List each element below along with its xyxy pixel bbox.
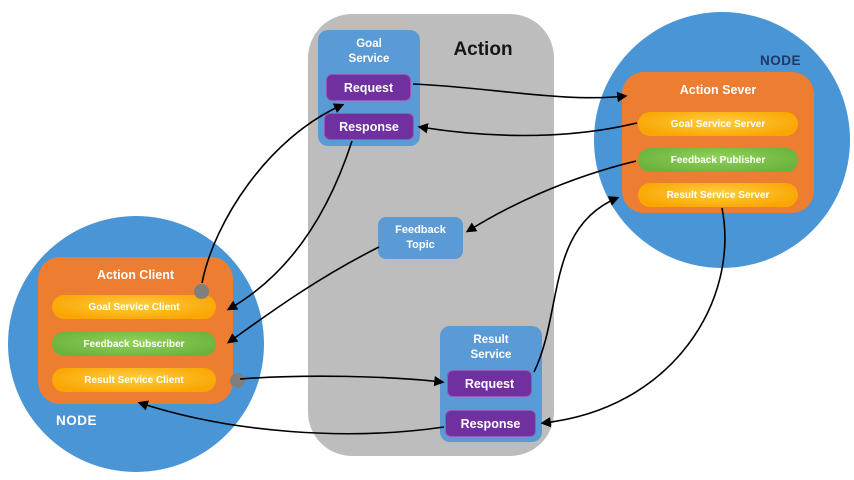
client-node-label: NODE: [56, 413, 98, 428]
goal-service-title: Goal Service: [318, 30, 420, 67]
action-client-title: Action Client: [96, 268, 175, 282]
action-server-title: Action Sever: [679, 83, 757, 97]
goal-service-server-pill: Goal Service Server: [638, 112, 798, 136]
result-service-server-pill: Result Service Server: [638, 183, 798, 207]
feedback-topic-title-line1: Feedback: [395, 224, 446, 236]
goal-service-client-pill: Goal Service Client: [52, 295, 216, 319]
result-response-box: Response: [445, 410, 536, 437]
result-request-box: Request: [447, 370, 532, 397]
result-service-box: Result Service Request Response: [440, 326, 542, 442]
result-connector-dot: [230, 373, 245, 388]
feedback-publisher-pill: Feedback Publisher: [638, 148, 798, 172]
feedback-topic-title: Feedback Topic: [378, 217, 463, 253]
result-service-title-line1: Result: [473, 334, 509, 346]
result-service-title-line2: Service: [470, 349, 512, 361]
feedback-topic-box: Feedback Topic: [378, 217, 463, 259]
result-service-title: Result Service: [440, 326, 542, 363]
feedback-topic-title-line2: Topic: [406, 239, 435, 251]
goal-response-box: Response: [324, 113, 414, 140]
action-server-box: Action Sever Goal Service Server Feedbac…: [622, 72, 814, 213]
goal-service-title-line1: Goal: [356, 38, 382, 50]
action-title: Action: [453, 39, 513, 60]
feedback-subscriber-pill: Feedback Subscriber: [52, 332, 216, 356]
action-client-box: Action Client Goal Service Client Feedba…: [38, 257, 233, 404]
goal-service-title-line2: Service: [348, 53, 390, 65]
goal-service-box: Goal Service Request Response: [318, 30, 420, 146]
goal-request-box: Request: [326, 74, 411, 101]
goal-connector-dot: [194, 284, 209, 299]
result-service-client-pill: Result Service Client: [52, 368, 216, 392]
server-node-label: NODE: [760, 53, 802, 68]
